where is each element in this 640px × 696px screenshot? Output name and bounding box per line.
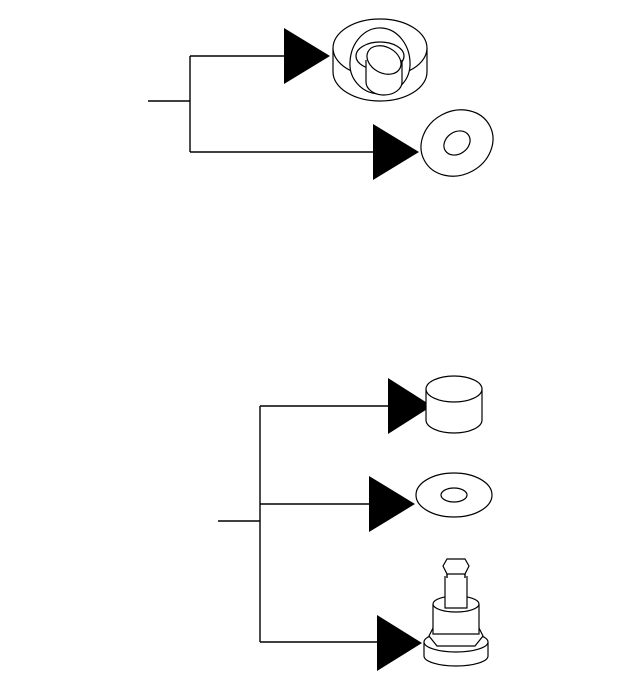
arrow-to-upper-washer — [373, 124, 419, 180]
cylinder-cap-icon — [425, 375, 483, 434]
arrow-to-stepped-bushing — [284, 28, 330, 84]
arrow-to-hex-shaft-nozzle — [377, 615, 422, 671]
stepped-bushing-icon — [332, 18, 428, 102]
hex-shaft-nozzle-icon — [423, 558, 489, 667]
lower-connector-lines — [218, 405, 395, 643]
lower-assembly-group — [218, 375, 493, 671]
upper-connector-lines — [148, 55, 380, 153]
washer-icon — [415, 472, 493, 518]
washer-icon — [420, 109, 494, 177]
arrow-to-lower-washer — [369, 476, 415, 532]
arrow-to-cylinder-cap — [388, 378, 432, 434]
upper-assembly-group — [148, 18, 494, 180]
